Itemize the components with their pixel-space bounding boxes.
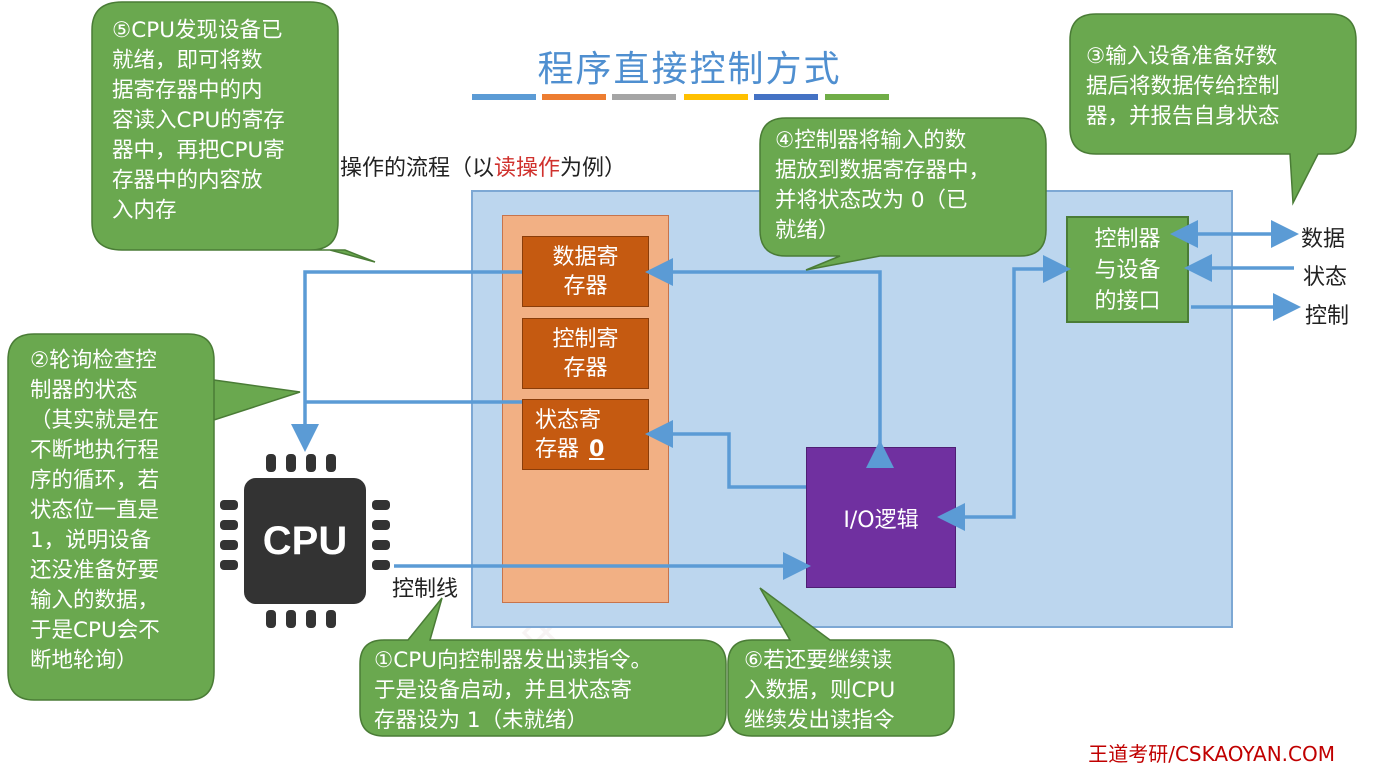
callout-step2-line: 输入的数据， — [30, 588, 160, 613]
callout-step5-line: 器中，再把CPU寄 — [112, 138, 285, 163]
signal-data-label: 数据 — [1301, 227, 1346, 252]
control-register-label-2: 存器 — [563, 355, 608, 381]
callout-step3-shape — [1069, 13, 1357, 206]
status-register-value: 0 — [589, 436, 605, 462]
data-register: 数据寄 存器 — [522, 236, 649, 307]
callout-step2-line: ②轮询检查控 — [30, 348, 157, 373]
callout-step5: ⑤CPU发现设备已 就绪，即可将数 据寄存器中的内 容读入CPU的寄存 器中，再… — [112, 16, 285, 226]
subtitle: 操作的流程（以读操作为例） — [340, 150, 626, 182]
arrow-io-to-status-register — [645, 420, 806, 489]
callout-step1-line: 存器设为 1（未就绪） — [374, 708, 589, 733]
arrow-io-to-data-register — [645, 258, 894, 468]
callout-step6-line: 继续发出读指令 — [744, 708, 895, 733]
callout-step5-line: 据寄存器中的内 — [112, 78, 263, 103]
device-interface: 控制器 与设备 的接口 — [1066, 216, 1189, 323]
callout-step2-line: 1，说明设备 — [30, 528, 152, 553]
control-line-label: 控制线 — [392, 577, 459, 602]
callout-step4-line: ④控制器将输入的数 — [775, 128, 967, 153]
title-bar — [472, 94, 536, 100]
control-register: 控制寄 存器 — [522, 318, 649, 389]
signal-control-label: 控制 — [1305, 304, 1350, 329]
callout-step6-shape — [727, 587, 955, 737]
callout-step6-line: 入数据，则CPU — [744, 678, 896, 703]
subtitle-prefix: 操作的流程（以 — [340, 156, 495, 181]
callout-step4-line: 据放到数据寄存器中， — [775, 158, 991, 183]
subtitle-highlight: 读操作 — [494, 156, 561, 181]
callout-step4-line: 就绪） — [775, 218, 840, 243]
io-logic-block: I/O逻辑 — [806, 447, 956, 588]
status-register-label-1: 状态寄 — [535, 407, 602, 433]
subtitle-suffix: 为例） — [560, 156, 627, 181]
callout-step1-line: ①CPU向控制器发出读指令。 — [374, 648, 652, 673]
callout-step2: ②轮询检查控 制器的状态 （其实就是在 不断地执行程 序的循环，若 状态位一直是… — [30, 346, 160, 676]
callout-step2-line: 状态位一直是 — [30, 498, 160, 523]
page-title: 程序直接控制方式 — [537, 49, 842, 90]
device-interface-label-3: 的接口 — [1094, 289, 1161, 314]
callout-step2-line: 断地轮询） — [30, 648, 138, 673]
callout-step2-line: （其实就是在 — [30, 408, 160, 433]
callout-step6: ⑥若还要继续读 入数据，则CPU 继续发出读指令 — [744, 646, 895, 736]
callout-step5-line: 存器中的内容放 — [112, 168, 263, 193]
callout-step5-line: 容读入CPU的寄存 — [112, 108, 285, 133]
data-register-label-2: 存器 — [563, 273, 608, 299]
callout-step5-shape — [91, 1, 376, 263]
callout-step5-line: ⑤CPU发现设备已 — [112, 18, 283, 43]
callout-step1-shape — [359, 597, 727, 737]
footer-brand: 王道考研/CSKAOYAN.COM — [1088, 742, 1335, 766]
callout-step2-line: 还没准备好要 — [30, 558, 160, 583]
cpu-chip-icon — [220, 454, 390, 628]
callout-step1-line: 于是设备启动，并且状态寄 — [374, 678, 633, 703]
callout-step3: ③输入设备准备好数 据后将数据传给控制 器，并报告自身状态 — [1086, 42, 1280, 132]
callout-step2-line: 制器的状态 — [30, 378, 138, 403]
data-register-label-1: 数据寄 — [552, 244, 619, 270]
device-interface-label-2: 与设备 — [1094, 258, 1161, 283]
callout-step4-shape — [759, 117, 1047, 271]
signal-status-label: 状态 — [1303, 265, 1348, 290]
callout-step3-line: ③输入设备准备好数 — [1086, 44, 1278, 69]
callout-step2-line: 于是CPU会不 — [30, 618, 160, 643]
title-bar — [754, 94, 818, 100]
arrow-data-register-to-cpu — [291, 270, 522, 452]
callout-step2-line: 不断地执行程 — [30, 438, 160, 463]
callout-step4-line: 并将状态改为 0（已 — [775, 188, 968, 213]
callout-step5-line: 就绪，即可将数 — [112, 48, 263, 73]
callout-step2-shape — [7, 333, 301, 701]
callout-step4: ④控制器将输入的数 据放到数据寄存器中， 并将状态改为 0（已 就绪） — [775, 126, 990, 246]
callout-step6-line: ⑥若还要继续读 — [744, 648, 893, 673]
title-bar — [825, 94, 889, 100]
callout-step5-line: 入内存 — [112, 198, 177, 223]
callout-step2-line: 序的循环，若 — [30, 468, 160, 493]
title-bar — [612, 94, 676, 100]
arrow-io-interface — [937, 255, 1071, 531]
callout-step1: ①CPU向控制器发出读指令。 于是设备启动，并且状态寄 存器设为 1（未就绪） — [374, 646, 652, 736]
title-bar — [542, 94, 606, 100]
status-register-label-2: 存器 — [535, 436, 580, 462]
control-register-label-1: 控制寄 — [552, 326, 619, 352]
callout-step3-line: 器，并报告自身状态 — [1086, 104, 1280, 129]
cpu-label: CPU — [263, 519, 347, 563]
device-interface-label-1: 控制器 — [1094, 227, 1161, 252]
callout-step3-line: 据后将数据传给控制 — [1086, 74, 1280, 99]
title-bar — [684, 94, 748, 100]
